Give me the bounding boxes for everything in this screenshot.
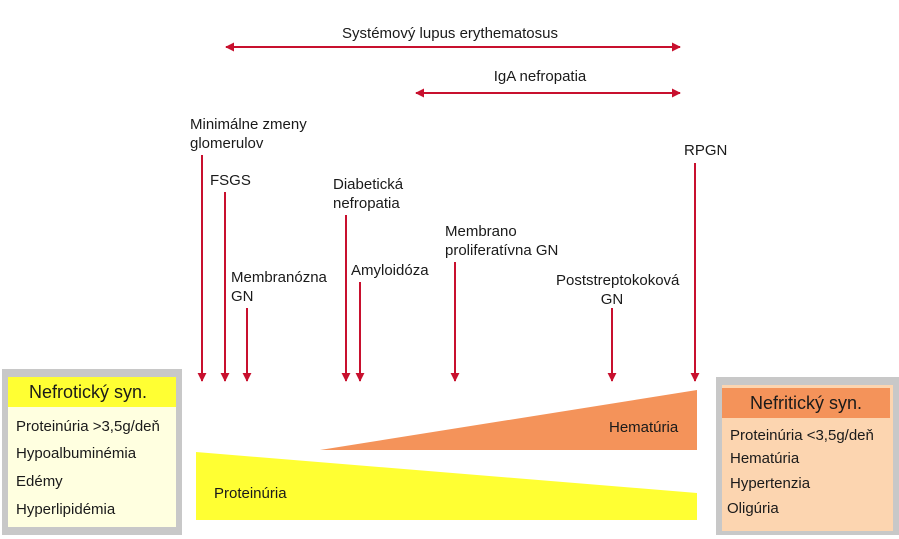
diabetic-label: Diabetická nefropatia [333, 176, 404, 212]
nephritic-box: Nefritický syn. Proteinúria <3,5g/deň He… [716, 377, 899, 535]
amyloidosis-label: Amyloidóza [351, 262, 429, 279]
nephritic-title-bar: Nefritický syn. [722, 388, 890, 418]
nephrotic-title: Nefrotický syn. [28, 382, 148, 402]
nephrotic-item-4: Hyperlipidémia [16, 501, 116, 518]
poststreptococcal-label: Poststreptokoková GN [556, 272, 680, 308]
hematuria-wedge [320, 390, 697, 450]
nephritic-item-2: Hematúria [730, 450, 800, 467]
nephrotic-item-1: Proteinúria >3,5g/deň [16, 418, 160, 435]
membranoproliferative-label: Membrano proliferatívna GN [445, 223, 559, 259]
sle-label: Systémový lupus erythematosus [342, 25, 558, 42]
nephritic-item-4: Oligúria [727, 500, 779, 517]
nephrotic-title-bar: Nefrotický syn. [8, 377, 176, 407]
nephrotic-box: Nefrotický syn. Proteinúria >3,5g/deň Hy… [2, 369, 182, 535]
proteinuria-label: Proteinúria [214, 485, 287, 502]
rpgn-label: RPGN [684, 142, 728, 159]
membranous-label: Membranózna GN [231, 269, 327, 305]
nephritic-item-3: Hypertenzia [730, 475, 811, 492]
nephritic-title: Nefritický syn. [749, 393, 863, 413]
nephritic-item-1: Proteinúria <3,5g/deň [730, 427, 874, 444]
nephrotic-item-2: Hypoalbuminémia [16, 445, 137, 462]
iga-label: IgA nefropatia [493, 68, 587, 85]
fsgs-label: FSGS [210, 172, 251, 189]
proteinuria-wedge [196, 452, 697, 520]
nephrotic-item-3: Edémy [16, 473, 63, 490]
hematuria-label: Hematúria [609, 419, 679, 436]
minimal-change-label: Minimálne zmeny glomerulov [190, 116, 307, 152]
